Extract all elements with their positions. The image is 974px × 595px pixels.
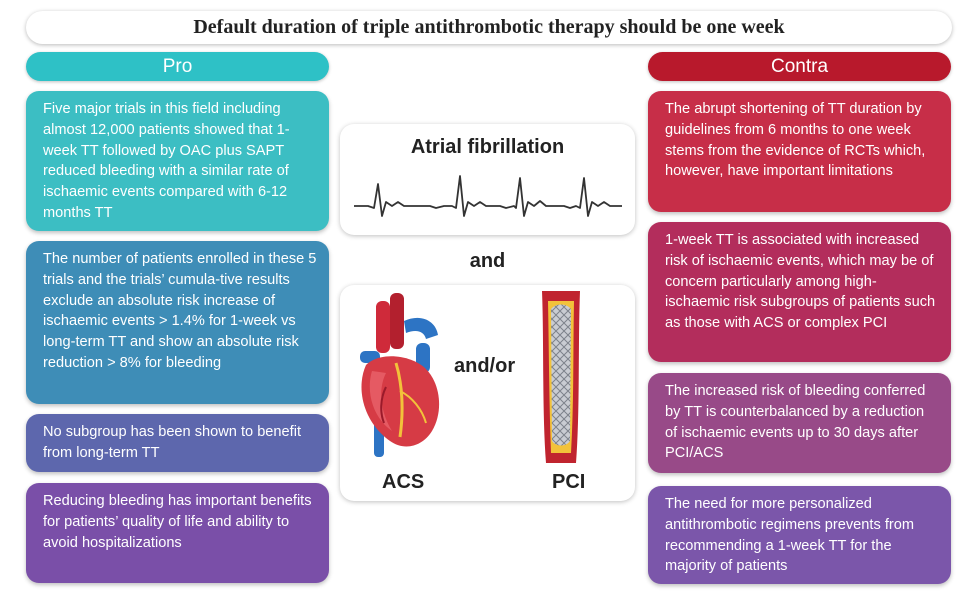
contra-card-3: The increased risk of bleeding conferred… bbox=[648, 373, 951, 473]
contra-card-2: 1-week TT is associated with increased r… bbox=[648, 222, 951, 362]
contra-card-1: The abrupt shortening of TT duration by … bbox=[648, 91, 951, 212]
atrial-fibrillation-panel: Atrial fibrillation bbox=[340, 124, 635, 235]
contra-header: Contra bbox=[648, 52, 951, 81]
pro-card-1: Five major trials in this field includin… bbox=[26, 91, 329, 231]
page-title: Default duration of triple antithromboti… bbox=[26, 11, 952, 44]
and-label: and bbox=[469, 250, 506, 272]
stent-icon bbox=[542, 291, 580, 463]
heart-icon bbox=[360, 293, 440, 457]
acs-label: ACS bbox=[382, 471, 425, 493]
pro-card-4: Reducing bleeding has important benefits… bbox=[26, 483, 329, 583]
ecg-waveform-icon bbox=[354, 175, 622, 217]
pro-header: Pro bbox=[26, 52, 329, 81]
pro-card-2: The number of patients enrolled in these… bbox=[26, 241, 329, 404]
acs-pci-panel: and/or ACS PCI bbox=[340, 285, 635, 501]
pro-card-3: No subgroup has been shown to benefit fr… bbox=[26, 414, 329, 472]
pci-label: PCI bbox=[552, 471, 586, 493]
contra-card-4: The need for more personalized antithrom… bbox=[648, 486, 951, 584]
and-or-label: and/or bbox=[454, 355, 516, 377]
af-label: Atrial fibrillation bbox=[410, 136, 565, 158]
